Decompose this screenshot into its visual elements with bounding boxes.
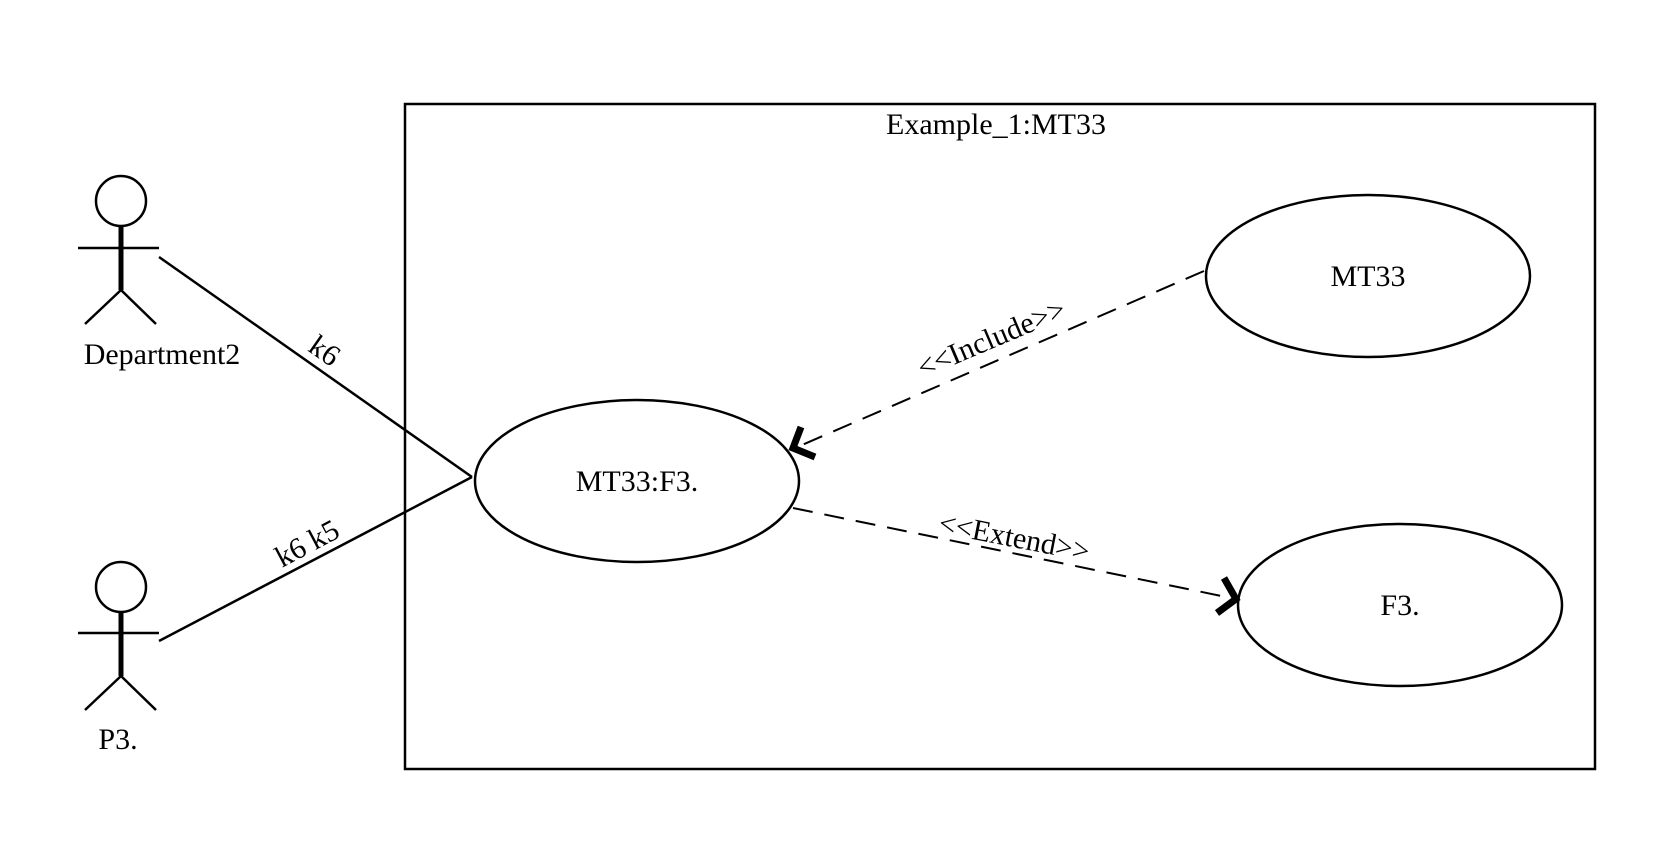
actor-p3[interactable]: P3.: [78, 560, 159, 756]
use-case-mt33f3[interactable]: MT33:F3.: [473, 398, 801, 564]
use-case-label-f3: F3.: [1380, 589, 1419, 622]
use-case-ellipse: [473, 398, 801, 564]
use-case-label-mt33: MT33: [1331, 260, 1406, 293]
extend-label: <<Extend>>: [936, 507, 1092, 569]
association-label-k6-k5: k6 k5: [270, 513, 345, 574]
use-case-f3[interactable]: F3.: [1236, 522, 1564, 688]
association-p3-mt33f3: k6 k5: [158, 475, 473, 643]
include-line: [794, 270, 1205, 449]
extend-arrowhead-icon: [1214, 576, 1241, 616]
extend-line: [792, 507, 1237, 600]
stick-figure-icon: [78, 560, 159, 711]
system-boundary: Example_1:MT33: [403, 102, 1597, 771]
extend-relationship: <<Extend>>: [792, 507, 1241, 616]
include-relationship: <<Include>>: [788, 270, 1205, 461]
stick-figure-icon: [78, 174, 159, 325]
system-boundary-box: [403, 102, 1597, 771]
actor-label-p3: P3.: [98, 723, 137, 756]
use-case-mt33[interactable]: MT33: [1204, 193, 1532, 359]
system-title: Example_1:MT33: [886, 108, 1106, 141]
association-line: [158, 255, 473, 479]
use-case-ellipse: [1204, 193, 1532, 359]
association-label-k6: k6: [303, 329, 347, 373]
actor-department2[interactable]: Department2: [78, 174, 241, 371]
include-arrowhead-icon: [788, 425, 817, 461]
association-line: [158, 475, 473, 643]
actor-label-department2: Department2: [84, 338, 241, 371]
use-case-ellipse: [1236, 522, 1564, 688]
use-case-label-mt33f3: MT33:F3.: [576, 465, 699, 498]
